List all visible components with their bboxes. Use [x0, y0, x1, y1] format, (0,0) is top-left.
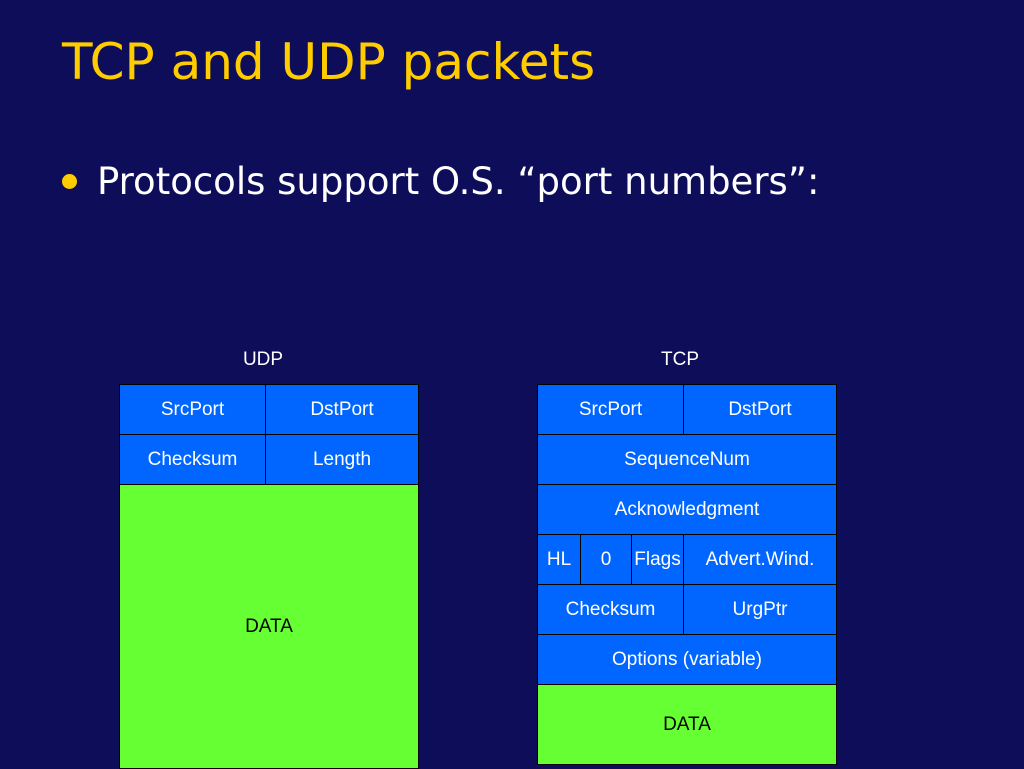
tcp-options-field: Options (variable): [538, 635, 837, 685]
udp-data-field: DATA: [120, 485, 419, 769]
slide-title: TCP and UDP packets: [62, 33, 596, 91]
udp-row-checksum-length: Checksum Length: [120, 435, 419, 485]
tcp-dstport-field: DstPort: [684, 385, 837, 435]
udp-row-ports: SrcPort DstPort: [120, 385, 419, 435]
tcp-row-data: DATA: [538, 685, 837, 765]
tcp-packet-diagram: SrcPort DstPort SequenceNum Acknowledgme…: [537, 384, 837, 765]
tcp-checksum-field: Checksum: [538, 585, 684, 635]
udp-checksum-field: Checksum: [120, 435, 266, 485]
tcp-hl-field: HL: [538, 535, 581, 585]
tcp-row-ports: SrcPort DstPort: [538, 385, 837, 435]
tcp-sequencenum-field: SequenceNum: [538, 435, 837, 485]
udp-dstport-field: DstPort: [266, 385, 419, 435]
tcp-row-checksum-urgptr: Checksum UrgPtr: [538, 585, 837, 635]
tcp-label: TCP: [661, 349, 699, 370]
tcp-flags-field: Flags: [632, 535, 684, 585]
udp-srcport-field: SrcPort: [120, 385, 266, 435]
udp-row-data: DATA: [120, 485, 419, 769]
tcp-srcport-field: SrcPort: [538, 385, 684, 435]
tcp-urgptr-field: UrgPtr: [684, 585, 837, 635]
tcp-row-options: Options (variable): [538, 635, 837, 685]
tcp-acknowledgment-field: Acknowledgment: [538, 485, 837, 535]
tcp-advert-wind-field: Advert.Wind.: [684, 535, 837, 585]
tcp-data-field: DATA: [538, 685, 837, 765]
tcp-row-ack: Acknowledgment: [538, 485, 837, 535]
bullet-dot-icon: [62, 173, 77, 189]
udp-length-field: Length: [266, 435, 419, 485]
tcp-row-sequence: SequenceNum: [538, 435, 837, 485]
bullet-text: Protocols support O.S. “port numbers”:: [97, 159, 820, 203]
tcp-zero-field: 0: [581, 535, 632, 585]
udp-label: UDP: [242, 349, 284, 370]
tcp-row-flags: HL 0 Flags Advert.Wind.: [538, 535, 837, 585]
udp-packet-diagram: SrcPort DstPort Checksum Length DATA: [119, 384, 419, 769]
bullet-item: Protocols support O.S. “port numbers”:: [62, 156, 819, 206]
